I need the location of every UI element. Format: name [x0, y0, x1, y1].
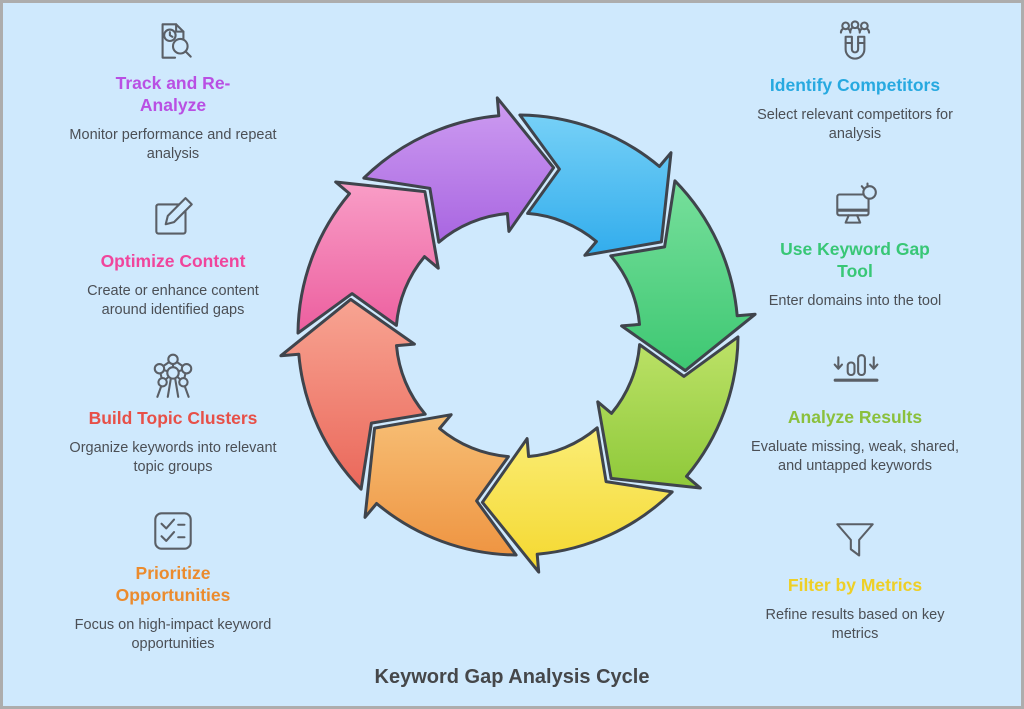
step-title: Filter by Metrics: [787, 575, 923, 595]
cycle-arrow-salmon: [279, 297, 427, 491]
step-description: Select relevant competitors for analysis: [757, 106, 953, 142]
cycle-arrow-yellow: [480, 426, 674, 574]
cluster-icon: [58, 348, 288, 404]
step-description: Organize keywords into relevant topic gr…: [69, 439, 277, 475]
step-use-keyword-gap-tool: Use Keyword Gap Tool Enter domains into …: [740, 179, 970, 311]
step-title: Prioritize Opportunities: [115, 563, 231, 605]
step-title: Build Topic Clusters: [88, 408, 258, 428]
step-description: Create or enhance content around identif…: [87, 282, 259, 318]
document-search-icon: [58, 13, 288, 69]
step-title: Analyze Results: [787, 407, 923, 427]
bar-chart-icon: [740, 347, 970, 403]
step-description: Monitor performance and repeat analysis: [69, 126, 277, 162]
funnel-icon: [740, 515, 970, 571]
page-title: Keyword Gap Analysis Cycle: [374, 666, 650, 688]
cycle-arrow-lime: [596, 335, 740, 490]
step-description: Evaluate missing, weak, shared, and unta…: [751, 438, 959, 474]
cycle-arrow-pink: [296, 180, 440, 335]
step-description: Enter domains into the tool: [768, 292, 942, 309]
step-track-and-reanalyze: Track and Re-Analyze Monitor performance…: [58, 13, 288, 164]
monitor-icon: [740, 179, 970, 235]
magnet-icon: [740, 15, 970, 71]
step-description: Refine results based on key metrics: [765, 606, 945, 642]
step-identify-competitors: Identify Competitors Select relevant com…: [740, 15, 970, 144]
step-analyze-results: Analyze Results Evaluate missing, weak, …: [740, 347, 970, 476]
cycle-arrow-orange: [363, 413, 518, 557]
checklist-icon: [58, 503, 288, 559]
step-title: Optimize Content: [100, 251, 246, 271]
step-filter-by-metrics: Filter by Metrics Refine results based o…: [740, 515, 970, 644]
edit-icon: [58, 191, 288, 247]
step-title: Identify Competitors: [769, 75, 941, 95]
step-build-topic-clusters: Build Topic Clusters Organize keywords i…: [58, 348, 288, 477]
step-title: Use Keyword Gap Tool: [780, 239, 930, 281]
step-description: Focus on high-impact keyword opportuniti…: [74, 616, 272, 652]
cycle-arrow-green: [609, 179, 757, 373]
cycle-arrow-purple: [362, 96, 556, 244]
cycle-diagram: [279, 96, 757, 574]
step-prioritize-opportunities: Prioritize Opportunities Focus on high-i…: [58, 503, 288, 654]
step-title: Track and Re-Analyze: [115, 73, 231, 115]
cycle-arrow-blue: [518, 113, 673, 257]
step-optimize-content: Optimize Content Create or enhance conte…: [58, 191, 288, 320]
